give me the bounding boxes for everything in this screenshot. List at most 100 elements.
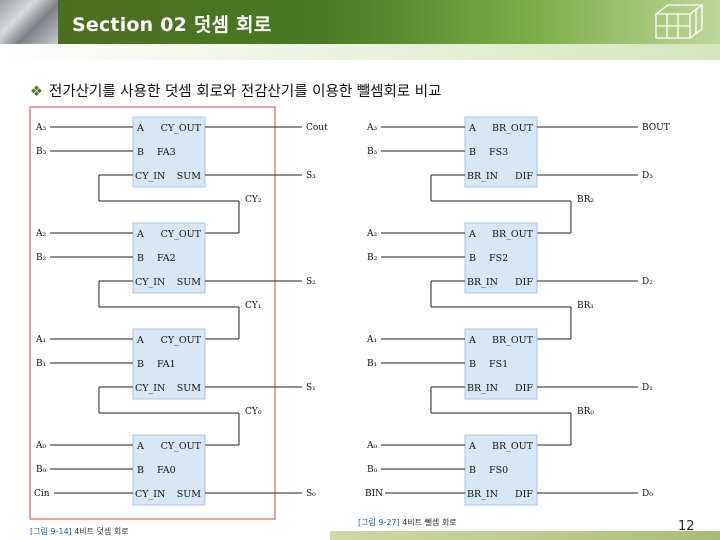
adder-block-name: FA1	[157, 359, 176, 370]
pin-label: B	[469, 465, 476, 476]
pin-label: DIF	[515, 171, 533, 182]
chain-label: CY₁	[245, 301, 261, 311]
footer-bar	[330, 531, 720, 540]
chain-label: CY₂	[245, 195, 262, 205]
subtractor-caption: [그림 9-27] 4비트 뺄셈 회로	[358, 517, 457, 528]
input-b-label: B₂	[367, 253, 378, 263]
chain-label: BR₀	[577, 407, 594, 417]
chain-label: BR₁	[577, 301, 594, 311]
subtractor-block	[464, 434, 538, 506]
input-b-label: B₂	[36, 253, 47, 263]
pin-label: CY_IN	[135, 171, 165, 182]
result-label: S₀	[306, 489, 316, 499]
header-divider	[0, 44, 720, 60]
subtractor-block	[464, 328, 538, 400]
subtractor-block-name: FS2	[489, 253, 508, 264]
input-a-label: A₀	[366, 441, 377, 451]
pin-label: A	[136, 123, 144, 134]
input-b-label: B₀	[36, 465, 47, 475]
pin-label: BR_IN	[467, 489, 498, 500]
adder-caption-tag: [그림 9-14]	[30, 527, 72, 536]
subtractor-caption-tag: [그림 9-27]	[358, 518, 400, 527]
chain-label: CY₀	[245, 407, 262, 417]
result-label: S₁	[306, 383, 316, 393]
pin-label: CY_OUT	[161, 335, 202, 346]
pin-label: SUM	[177, 277, 202, 288]
input-b-label: B₁	[367, 359, 377, 369]
pin-label: BR_IN	[467, 383, 498, 394]
input-a-label: A₃	[35, 123, 46, 133]
result-label: D₀	[642, 489, 653, 499]
subtractor-block-name: FS3	[489, 147, 508, 158]
adder-block	[132, 222, 206, 294]
input-b-label: B₀	[367, 465, 378, 475]
pin-label: DIF	[515, 489, 533, 500]
header-bar: Section 02 덧셈 회로	[0, 0, 720, 44]
pin-label: A	[136, 335, 144, 346]
pin-label: SUM	[177, 171, 202, 182]
pin-label: BR_OUT	[492, 229, 534, 240]
pin-label: B	[469, 253, 476, 264]
result-label: D₁	[642, 383, 653, 393]
adder-highlight-frame	[29, 106, 276, 520]
pin-label: B	[137, 147, 144, 158]
pin-label: A	[136, 441, 144, 452]
final-output-label: BOUT	[642, 123, 670, 133]
adder-block	[132, 434, 206, 506]
page-number: 12	[678, 519, 695, 534]
input-b-label: B₃	[36, 147, 47, 157]
input-a-label: A₁	[35, 335, 46, 345]
adder-block	[132, 328, 206, 400]
result-label: S₃	[306, 171, 316, 181]
pin-label: B	[469, 147, 476, 158]
adder-block-name: FA0	[157, 465, 176, 476]
adder-block	[132, 116, 206, 188]
pin-label: A	[468, 335, 476, 346]
pin-label: BR_OUT	[492, 335, 534, 346]
pin-label: CY_OUT	[161, 229, 202, 240]
input-b-label: B₁	[36, 359, 46, 369]
pin-label: B	[137, 253, 144, 264]
pin-label: B	[137, 359, 144, 370]
input-a-label: A₂	[366, 229, 377, 239]
chain-input-label: BIN	[365, 489, 383, 499]
pin-label: A	[468, 123, 476, 134]
pin-label: DIF	[515, 277, 533, 288]
pin-label: BR_OUT	[492, 441, 534, 452]
slide-subtitle: ❖전가산기를 사용한 덧셈 회로와 전감산기를 이용한 뺄셈회로 비교	[30, 80, 441, 101]
adder-block-name: FA3	[157, 147, 176, 158]
pin-label: A	[136, 229, 144, 240]
pin-label: SUM	[177, 383, 202, 394]
subtractor-block-name: FS0	[489, 465, 508, 476]
adder-caption: [그림 9-14] 4비트 덧셈 회로	[30, 526, 129, 537]
page-title: Section 02 덧셈 회로	[72, 14, 272, 36]
pin-label: B	[137, 465, 144, 476]
pin-label: B	[469, 359, 476, 370]
adder-block-name: FA2	[157, 253, 176, 264]
diamond-bullet-icon: ❖	[30, 84, 43, 100]
input-a-label: A₀	[35, 441, 46, 451]
pin-label: A	[468, 229, 476, 240]
pin-label: BR_OUT	[492, 123, 534, 134]
result-label: D₂	[642, 277, 653, 287]
subtractor-caption-text: 4비트 뺄셈 회로	[402, 518, 457, 527]
pin-label: CY_OUT	[161, 123, 202, 134]
subtractor-block	[464, 222, 538, 294]
pin-label: A	[468, 441, 476, 452]
input-b-label: B₃	[367, 147, 378, 157]
result-label: D₃	[642, 171, 653, 181]
pin-label: CY_IN	[135, 489, 165, 500]
subtractor-block-name: FS1	[489, 359, 508, 370]
pin-label: DIF	[515, 383, 533, 394]
pin-label: BR_IN	[467, 171, 498, 182]
pin-label: SUM	[177, 489, 202, 500]
